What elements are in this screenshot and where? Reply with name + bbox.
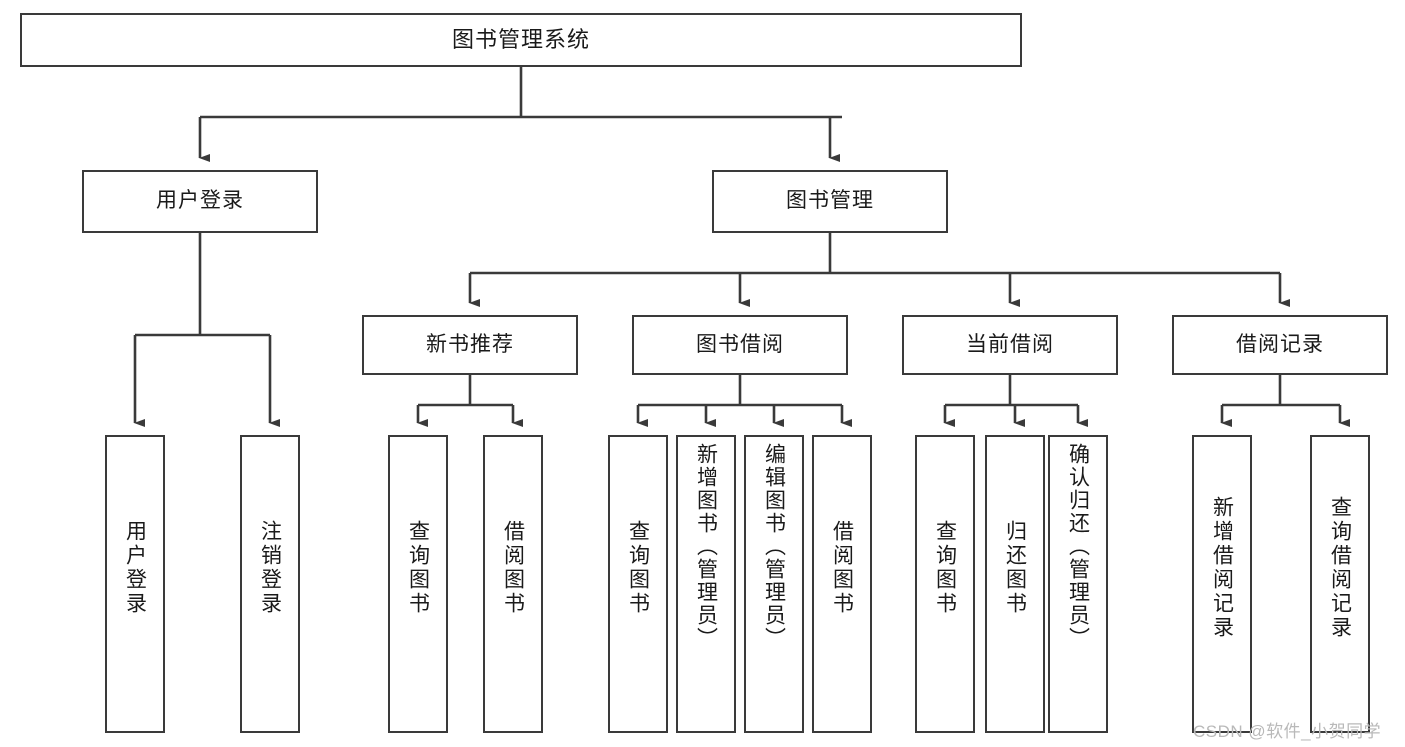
node-leaf-query-book-2-label: 查询图书 [626, 520, 650, 616]
node-new-book-rec[interactable]: 新书推荐 [362, 315, 578, 375]
node-leaf-add-record[interactable]: 新增借阅记录 [1192, 435, 1252, 733]
node-current-borrow-label: 当前借阅 [966, 332, 1054, 356]
node-leaf-confirm-return-label: 确认归还（管理员） [1066, 443, 1090, 650]
node-user-login[interactable]: 用户登录 [82, 170, 318, 233]
node-leaf-user-logout[interactable]: 注销登录 [240, 435, 300, 733]
node-leaf-query-book-3[interactable]: 查询图书 [915, 435, 975, 733]
node-book-borrow-label: 图书借阅 [696, 332, 784, 356]
node-leaf-edit-book-label: 编辑图书（管理员） [762, 443, 786, 650]
node-leaf-confirm-return[interactable]: 确认归还（管理员） [1048, 435, 1108, 733]
node-leaf-user-logout-label: 注销登录 [258, 520, 282, 616]
node-leaf-add-book[interactable]: 新增图书（管理员） [676, 435, 736, 733]
node-leaf-borrow-book-1-label: 借阅图书 [501, 520, 525, 616]
node-leaf-add-record-label: 新增借阅记录 [1210, 496, 1234, 640]
node-leaf-edit-book[interactable]: 编辑图书（管理员） [744, 435, 804, 733]
node-borrow-record[interactable]: 借阅记录 [1172, 315, 1388, 375]
node-leaf-borrow-book-2-label: 借阅图书 [830, 520, 854, 616]
node-book-borrow[interactable]: 图书借阅 [632, 315, 848, 375]
node-leaf-query-record[interactable]: 查询借阅记录 [1310, 435, 1370, 733]
node-leaf-return-book[interactable]: 归还图书 [985, 435, 1045, 733]
node-leaf-query-book-1[interactable]: 查询图书 [388, 435, 448, 733]
node-leaf-query-book-1-label: 查询图书 [406, 520, 430, 616]
node-new-book-rec-label: 新书推荐 [426, 332, 514, 356]
node-leaf-borrow-book-2[interactable]: 借阅图书 [812, 435, 872, 733]
node-root-label: 图书管理系统 [451, 27, 590, 53]
node-root[interactable]: 图书管理系统 [20, 13, 1022, 67]
watermark: CSDN @软件_小贺同学 [1193, 722, 1382, 741]
node-user-login-label: 用户登录 [156, 189, 244, 213]
node-leaf-return-book-label: 归还图书 [1003, 520, 1027, 616]
node-book-manage[interactable]: 图书管理 [712, 170, 948, 233]
node-leaf-borrow-book-1[interactable]: 借阅图书 [483, 435, 543, 733]
node-leaf-user-login[interactable]: 用户登录 [105, 435, 165, 733]
node-current-borrow[interactable]: 当前借阅 [902, 315, 1118, 375]
node-borrow-record-label: 借阅记录 [1236, 332, 1324, 356]
node-leaf-user-login-label: 用户登录 [123, 520, 147, 616]
node-leaf-query-book-3-label: 查询图书 [933, 520, 957, 616]
node-leaf-query-book-2[interactable]: 查询图书 [608, 435, 668, 733]
node-leaf-add-book-label: 新增图书（管理员） [694, 443, 718, 650]
node-leaf-query-record-label: 查询借阅记录 [1328, 496, 1352, 640]
node-book-manage-label: 图书管理 [786, 189, 874, 213]
